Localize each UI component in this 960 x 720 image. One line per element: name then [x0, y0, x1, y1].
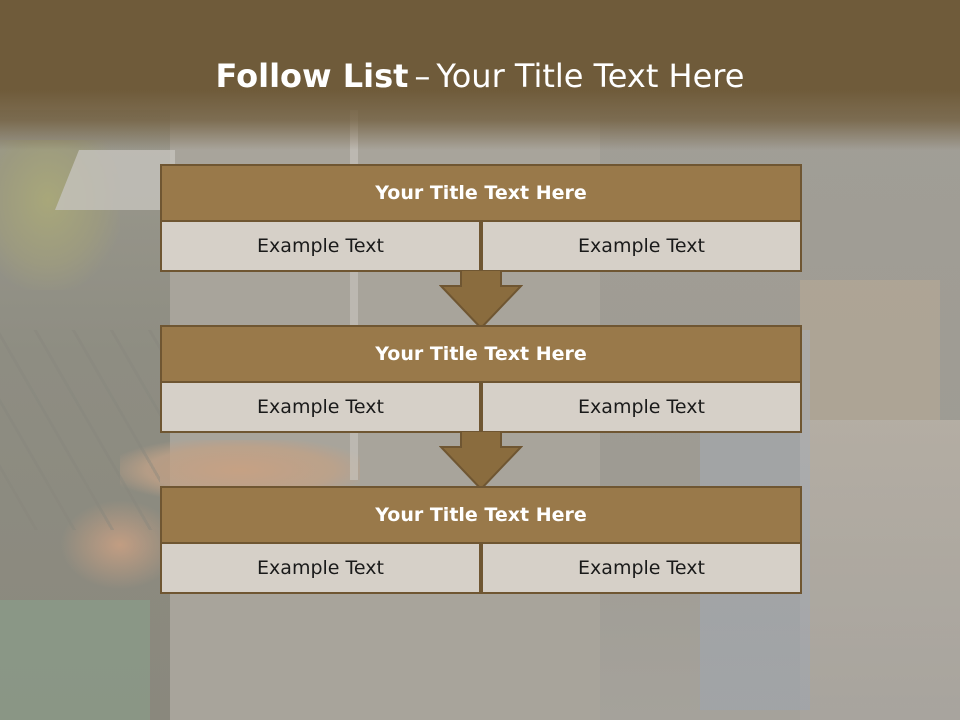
block-cell-right[interactable]: Example Text [481, 222, 802, 272]
block-cell-right[interactable]: Example Text [481, 383, 802, 433]
block-title[interactable]: Your Title Text Here [160, 486, 802, 544]
block-row: Example Text Example Text [160, 222, 802, 272]
block-cell-left[interactable]: Example Text [160, 544, 481, 594]
block-row: Example Text Example Text [160, 383, 802, 433]
block-cell-right[interactable]: Example Text [481, 544, 802, 594]
slide-title-separator: – [414, 57, 431, 95]
block-row: Example Text Example Text [160, 544, 802, 594]
block-title[interactable]: Your Title Text Here [160, 325, 802, 383]
down-arrow-icon [439, 431, 523, 491]
list-block-2: Your Title Text Here Example Text Exampl… [160, 325, 802, 433]
list-block-1: Your Title Text Here Example Text Exampl… [160, 164, 802, 272]
block-cell-left[interactable]: Example Text [160, 222, 481, 272]
block-cell-left[interactable]: Example Text [160, 383, 481, 433]
slide-title-bold: Follow List [215, 57, 409, 95]
list-block-3: Your Title Text Here Example Text Exampl… [160, 486, 802, 594]
down-arrow-icon [439, 270, 523, 330]
slide-title-rest: Your Title Text Here [436, 57, 745, 95]
block-title[interactable]: Your Title Text Here [160, 164, 802, 222]
header-band [0, 0, 960, 150]
slide-title[interactable]: Follow List–Your Title Text Here [0, 56, 960, 96]
